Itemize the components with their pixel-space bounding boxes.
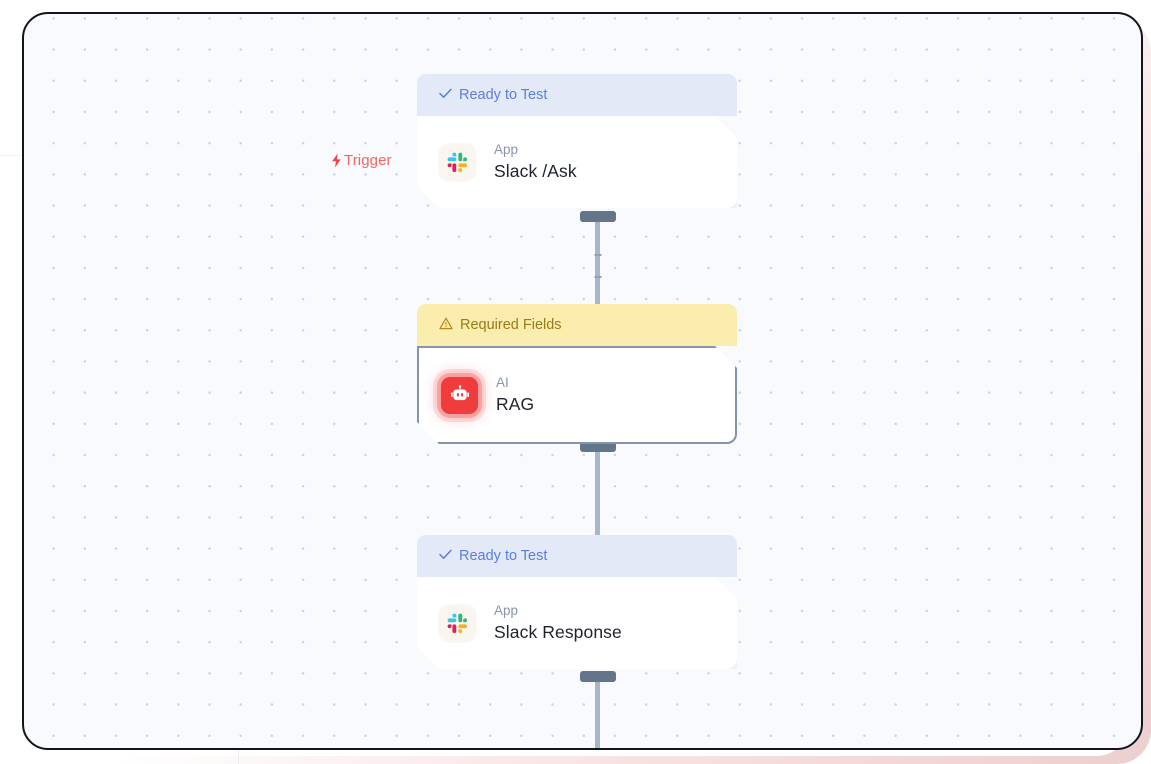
node-text-block: AI RAG	[496, 375, 534, 415]
check-icon	[439, 548, 452, 564]
workflow-node-slack-response[interactable]: Ready to Test	[417, 535, 737, 669]
node-body[interactable]: App Slack Response	[417, 577, 737, 669]
node-title-label: Slack /Ask	[494, 160, 577, 181]
margin-divider-bottom	[238, 749, 239, 764]
slack-icon	[439, 144, 476, 181]
node-text-block: App Slack /Ask	[494, 142, 577, 182]
node-icon-wrap	[439, 605, 476, 642]
node-kind-label: App	[494, 142, 519, 158]
node-status-header: Required Fields	[417, 304, 737, 346]
warning-triangle-icon	[439, 317, 453, 334]
connector-2-handle-top[interactable]	[579, 441, 616, 452]
node-body[interactable]: AI RAG	[417, 346, 737, 444]
node-text-block: App Slack Response	[494, 603, 622, 643]
node-icon-wrap	[439, 144, 476, 181]
node-body[interactable]: App Slack /Ask	[417, 116, 737, 208]
trigger-label-text: Trigger	[344, 152, 392, 169]
connector-3[interactable]	[579, 671, 616, 748]
slack-icon	[439, 605, 476, 642]
robot-icon	[441, 377, 478, 414]
trigger-label: Trigger	[330, 152, 392, 169]
check-icon	[439, 87, 452, 103]
node-title-label: RAG	[496, 393, 535, 414]
node-kind-label: App	[494, 603, 519, 619]
margin-divider-left	[0, 155, 24, 156]
connector-1-tick	[594, 276, 601, 278]
workflow-node-rag[interactable]: Required Fields	[417, 304, 737, 444]
lightning-bolt-icon	[330, 153, 343, 168]
connector-3-handle-top[interactable]	[579, 671, 616, 682]
node-kind-label: AI	[496, 375, 509, 391]
node-title-label: Slack Response	[494, 621, 622, 642]
node-status-label: Ready to Test	[459, 548, 548, 564]
node-status-header: Ready to Test	[417, 74, 737, 116]
node-status-label: Required Fields	[460, 317, 562, 333]
connector-2[interactable]	[579, 441, 616, 552]
workflow-canvas[interactable]: Trigger Ready to Te	[22, 12, 1143, 750]
workflow-node-slack-ask[interactable]: Ready to Test	[417, 74, 737, 208]
connector-1-tick	[594, 254, 601, 256]
connector-1[interactable]	[579, 211, 616, 322]
node-icon-wrap	[441, 377, 478, 414]
node-status-header: Ready to Test	[417, 535, 737, 577]
node-status-label: Ready to Test	[459, 87, 548, 103]
connector-1-handle-top[interactable]	[579, 211, 616, 222]
